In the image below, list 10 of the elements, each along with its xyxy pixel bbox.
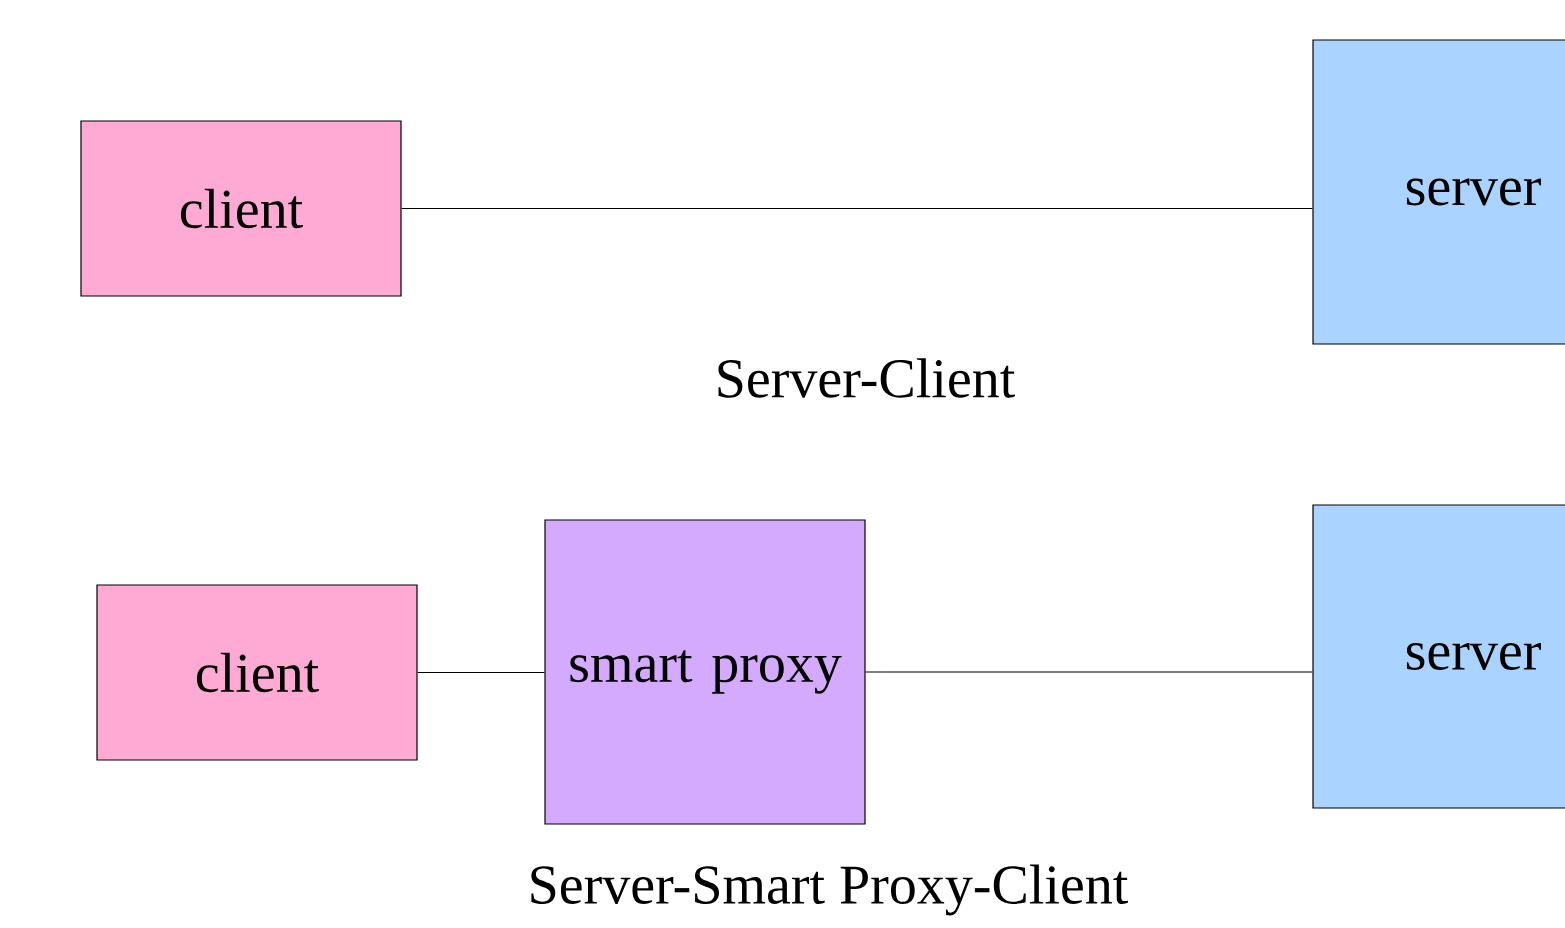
server-box: server [1312,504,1565,809]
client-box: client [96,584,418,761]
connector-line [865,671,1313,673]
diagram-caption: Server-Smart Proxy-Client [531,864,1129,916]
diagram-caption: Server-Client [718,358,1015,398]
connector-line [401,207,1313,210]
connector-line [417,671,545,674]
server-box: server [1312,39,1565,345]
proxy-box: smart proxy [544,519,866,825]
client-box: client [80,120,402,297]
